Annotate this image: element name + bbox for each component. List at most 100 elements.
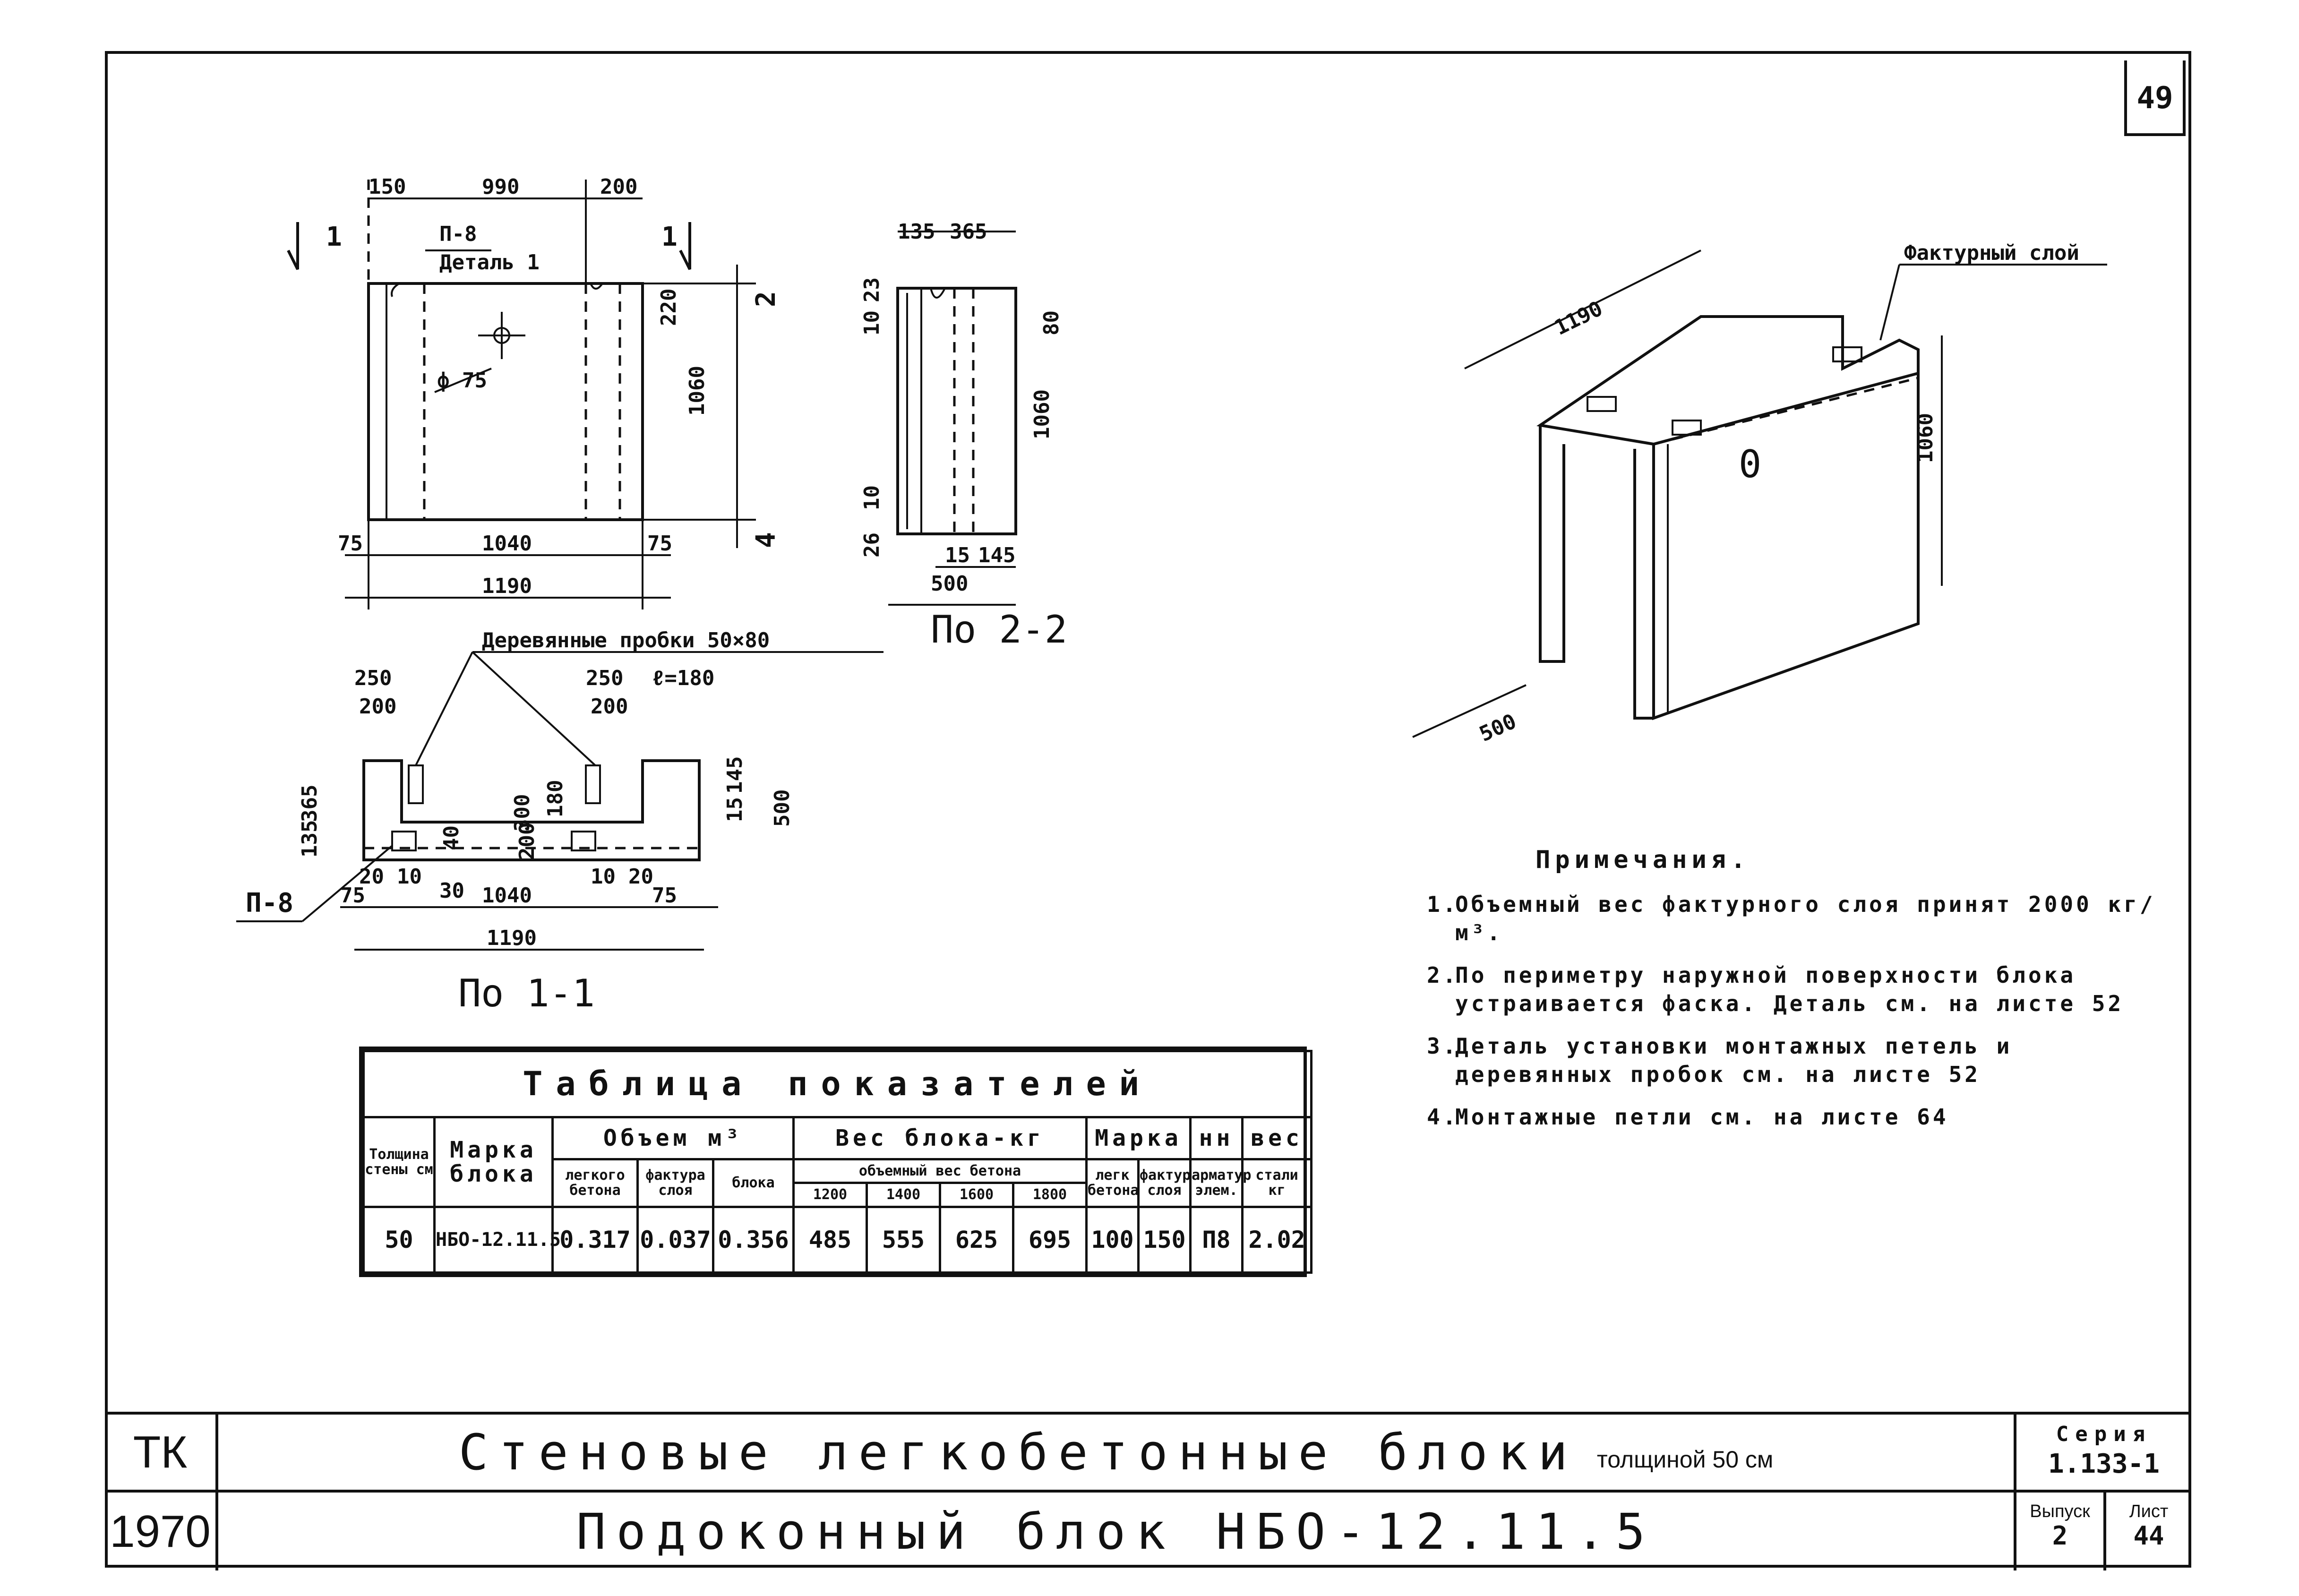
- wood-plug-left: [408, 764, 424, 804]
- title-sub: толщиной 50 см: [1596, 1446, 1774, 1473]
- wood-length: ℓ=180: [652, 666, 714, 690]
- s11-dim-20b: 20: [628, 865, 653, 889]
- series-cell: Серия 1.133-1: [2014, 1415, 2191, 1493]
- iso-dim-500: 500: [1476, 709, 1520, 747]
- s11-dim-75b: 75: [652, 884, 677, 908]
- dim-1190: 1190: [482, 574, 532, 598]
- sec22-dim-10b: 10: [860, 485, 884, 510]
- front-view: 1 1 150 990 200 П-8 Деталь 1 ф 75 1040 7…: [287, 175, 781, 609]
- table-title: Таблица показателей: [362, 1049, 1313, 1119]
- sec22-dim-15: 15: [945, 543, 970, 567]
- title-block-name: Подоконный блок НБО-12.11.5: [576, 1502, 1656, 1561]
- s11-p8-label: П-8: [246, 888, 293, 918]
- s11-dim-30: 30: [439, 879, 464, 903]
- th-w1800: 1800: [1012, 1182, 1088, 1208]
- s11-dim-135: 135: [298, 820, 322, 858]
- s11-dim-250a: 250: [354, 666, 392, 690]
- dim-top-150: 150: [369, 175, 406, 199]
- th-volumetric: объемный вес бетона: [792, 1158, 1088, 1184]
- title-row-2: Подоконный блок НБО-12.11.5: [218, 1493, 2014, 1570]
- th-w1400: 1400: [866, 1182, 941, 1208]
- th-block: блока: [712, 1158, 795, 1208]
- detail-label: Деталь 1: [439, 250, 540, 275]
- dim-1040: 1040: [482, 532, 532, 556]
- s11-dim-200b: 200: [591, 695, 628, 719]
- note-item: 3.Деталь установки монтажных петель и де…: [1427, 1033, 2013, 1087]
- front-outline: [367, 282, 644, 521]
- issue-label: Выпуск: [2030, 1502, 2090, 1521]
- drawing-frame: [105, 51, 2191, 1568]
- s11-dim-10a: 10: [397, 865, 422, 889]
- tk-code: ТК: [105, 1415, 218, 1493]
- notes: Примечания. 1.Объемный вес фактурного сл…: [1427, 846, 2164, 1145]
- sheet-value: 44: [2133, 1521, 2164, 1551]
- s11-dim-75a: 75: [340, 884, 365, 908]
- s11-dim-250b: 250: [586, 666, 623, 690]
- sec22-dim-365: 365: [950, 220, 987, 244]
- s11-dim-20a: 20: [359, 865, 384, 889]
- dim-220: 220: [657, 289, 681, 326]
- indicators-table: Таблица показателей Толщина стены см Мар…: [359, 1047, 1313, 1277]
- th-mark: Марка блока: [433, 1116, 554, 1208]
- table-cell: 0.037: [636, 1205, 714, 1274]
- th-w1600: 1600: [939, 1182, 1014, 1208]
- s11-dim-180: 180: [543, 780, 567, 817]
- isometric-view: 0 1190 1060 500 Фактурный слой: [1412, 241, 2107, 747]
- issue-cell: Выпуск 2: [2014, 1493, 2106, 1570]
- dim-top-990: 990: [482, 175, 519, 199]
- s11-dim-145: 145: [723, 756, 747, 794]
- dim-top-200: 200: [600, 175, 637, 199]
- th-weight: Вес блока-кг: [792, 1116, 1088, 1160]
- title-block: ТК 1970 Стеновые легкобетонные блоки тол…: [105, 1412, 2191, 1570]
- s11-dim-365: 365: [298, 785, 322, 822]
- sheet-cell: Лист 44: [2106, 1493, 2191, 1570]
- sec22-dim-135: 135: [898, 220, 935, 244]
- th-facing: фактура слоя: [636, 1158, 714, 1208]
- note-item: 4.Монтажные петли см. на листе 64: [1427, 1104, 1949, 1130]
- iso-dim-1190: 1190: [1551, 297, 1606, 340]
- sec11-outline: [362, 759, 701, 861]
- table-cell: НБО-12.11.5: [433, 1205, 561, 1274]
- dim-75-right: 75: [647, 532, 672, 556]
- wood-label: Деревянные пробки 50×80: [482, 628, 770, 652]
- sheet-label: Лист: [2129, 1502, 2169, 1521]
- th-mark2: Марка: [1085, 1116, 1192, 1160]
- sec22-outline: [896, 287, 1017, 535]
- iso-dim-1060: 1060: [1913, 413, 1938, 463]
- table-cell: 2.02: [1241, 1205, 1313, 1274]
- th-arm: арматур элем.: [1189, 1158, 1251, 1208]
- p8-label: П-8: [439, 222, 477, 246]
- s11-dim-1040: 1040: [482, 884, 532, 908]
- table-cell: 695: [1012, 1205, 1088, 1274]
- dim-1060-front: 1060: [685, 366, 709, 416]
- note-item: 1.Объемный вес фактурного слоя принят 20…: [1427, 892, 2156, 945]
- section-1-1: Деревянные пробки 50×80 ℓ=180 250 200 25…: [236, 628, 884, 1015]
- dim-75-left: 75: [338, 532, 363, 556]
- s11-dim-15: 15: [723, 797, 747, 822]
- s11-dim-300: 300: [510, 794, 534, 832]
- table-cell: 0.356: [712, 1205, 795, 1274]
- s11-dim-40: 40: [439, 825, 463, 850]
- dim-4: 4: [751, 532, 781, 548]
- table-cell: П8: [1189, 1205, 1244, 1274]
- sec-mark-right: 1: [661, 222, 678, 252]
- s11-dim-200c: 200: [515, 823, 539, 860]
- series-label: Серия: [2056, 1422, 2152, 1446]
- th-fsl: фактур слоя: [1137, 1158, 1192, 1208]
- iso-symbol: 0: [1739, 442, 1761, 486]
- section-2-2: 135 365 10 23 80 1060 26 10 15 145 500 П…: [860, 220, 1067, 652]
- th-thickness: Толщина стены см: [362, 1116, 436, 1208]
- sec22-dim-145: 145: [978, 543, 1015, 567]
- table-cell: 555: [866, 1205, 941, 1274]
- sec22-caption: По 2-2: [931, 608, 1067, 652]
- iso-layer-label: Фактурный слой: [1904, 241, 2079, 265]
- title-main: Стеновые легкобетонные блоки: [458, 1423, 1578, 1481]
- table-cell: 50: [362, 1205, 436, 1274]
- th-w1200: 1200: [792, 1182, 868, 1208]
- table-cell: 150: [1137, 1205, 1192, 1274]
- th-light-concrete: легкого бетона: [551, 1158, 639, 1208]
- sec22-dim-26: 26: [860, 532, 884, 558]
- table-cell: 0.317: [551, 1205, 639, 1274]
- s11-dim-10b: 10: [591, 865, 616, 889]
- title-row-1: Стеновые легкобетонные блоки толщиной 50…: [218, 1415, 2014, 1493]
